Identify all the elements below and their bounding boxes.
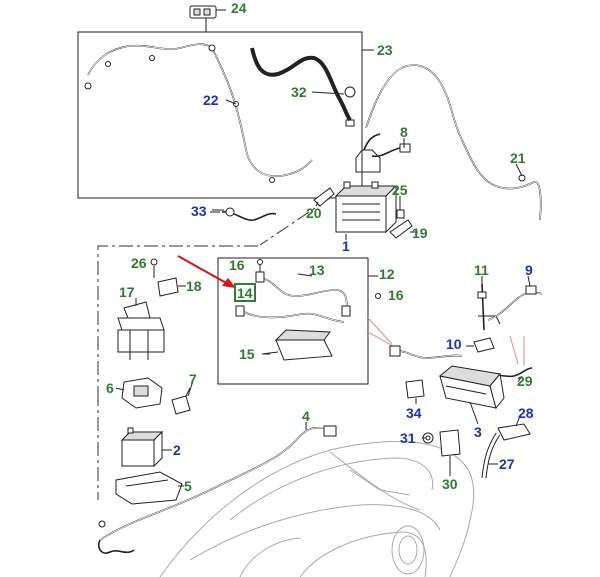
- highlight-box-14: [234, 283, 256, 302]
- callout-14: 14: [237, 285, 253, 301]
- cable-32: [250, 47, 356, 127]
- callout-30: 30: [442, 476, 458, 492]
- callout-31: 31: [400, 430, 416, 446]
- callout-13: 13: [309, 262, 325, 278]
- callout-12: 12: [379, 266, 395, 282]
- tray-5: [115, 471, 183, 505]
- bracket-34: [405, 379, 425, 399]
- part-3-leader: [469, 401, 479, 425]
- module-15: [261, 329, 333, 361]
- main-harness-to-battery-3: [389, 345, 463, 359]
- bolt-25-bracket-19: [389, 200, 418, 239]
- callout-9: 9: [525, 262, 533, 278]
- cable-21: [365, 64, 542, 221]
- callout-21: 21: [510, 150, 526, 166]
- callout-33: 33: [191, 203, 207, 219]
- main-battery: [334, 133, 398, 240]
- cable-4: [97, 425, 337, 554]
- module-6: [121, 377, 163, 409]
- callout-1: 1: [342, 238, 350, 254]
- highlight-arrow: [177, 255, 236, 288]
- harness-13: [235, 271, 351, 323]
- callout-23: 23: [377, 42, 393, 58]
- callout-19: 19: [412, 225, 428, 241]
- callout-8: 8: [400, 124, 408, 140]
- callout-24: 24: [231, 0, 247, 16]
- callout-11: 11: [474, 262, 489, 278]
- callout-4: 4: [302, 408, 310, 424]
- callout-16a: 16: [229, 257, 245, 273]
- bracket-28: [497, 423, 531, 441]
- callout-18: 18: [186, 278, 202, 294]
- callout-10: 10: [446, 336, 462, 352]
- sensor-33: [212, 207, 277, 221]
- lower-group-outline: [97, 245, 258, 500]
- callout-29: 29: [517, 373, 533, 389]
- auxiliary-battery-2: [120, 427, 164, 468]
- callout-17: 17: [119, 284, 135, 300]
- bracket-20: [313, 187, 335, 207]
- harness-22: [84, 43, 313, 183]
- module-30: [439, 429, 461, 470]
- callout-34: 34: [406, 405, 422, 421]
- callout-5: 5: [184, 478, 192, 494]
- clip-18: [157, 277, 179, 297]
- callout-20: 20: [306, 205, 322, 221]
- callout-27: 27: [499, 456, 515, 472]
- callout-28: 28: [518, 405, 534, 421]
- bolt-16: [257, 259, 381, 299]
- cable-9: [487, 285, 543, 321]
- callout-3: 3: [474, 424, 482, 440]
- callout-7: 7: [189, 371, 197, 387]
- bracket-17: [117, 301, 165, 360]
- callout-2: 2: [173, 442, 181, 458]
- vehicle-outline: [159, 441, 475, 577]
- cable-11: [477, 283, 501, 331]
- callout-15: 15: [239, 346, 255, 362]
- leader-lines: [115, 18, 531, 487]
- clip-7: [171, 387, 191, 415]
- callout-32: 32: [291, 84, 307, 100]
- callout-labels: 24 23 22 32 8 21 25 20 19 1 33 26 16 13 …: [106, 0, 534, 494]
- callout-26: 26: [131, 255, 147, 271]
- battery-3: [438, 365, 505, 410]
- clip-10: [473, 337, 495, 353]
- pipe-27: [481, 432, 501, 479]
- callout-16b: 16: [388, 287, 404, 303]
- callout-25: 25: [392, 182, 408, 198]
- callout-22: 22: [203, 92, 219, 108]
- callout-6: 6: [106, 380, 114, 396]
- connector-24: [189, 5, 226, 19]
- part-8: [371, 143, 411, 158]
